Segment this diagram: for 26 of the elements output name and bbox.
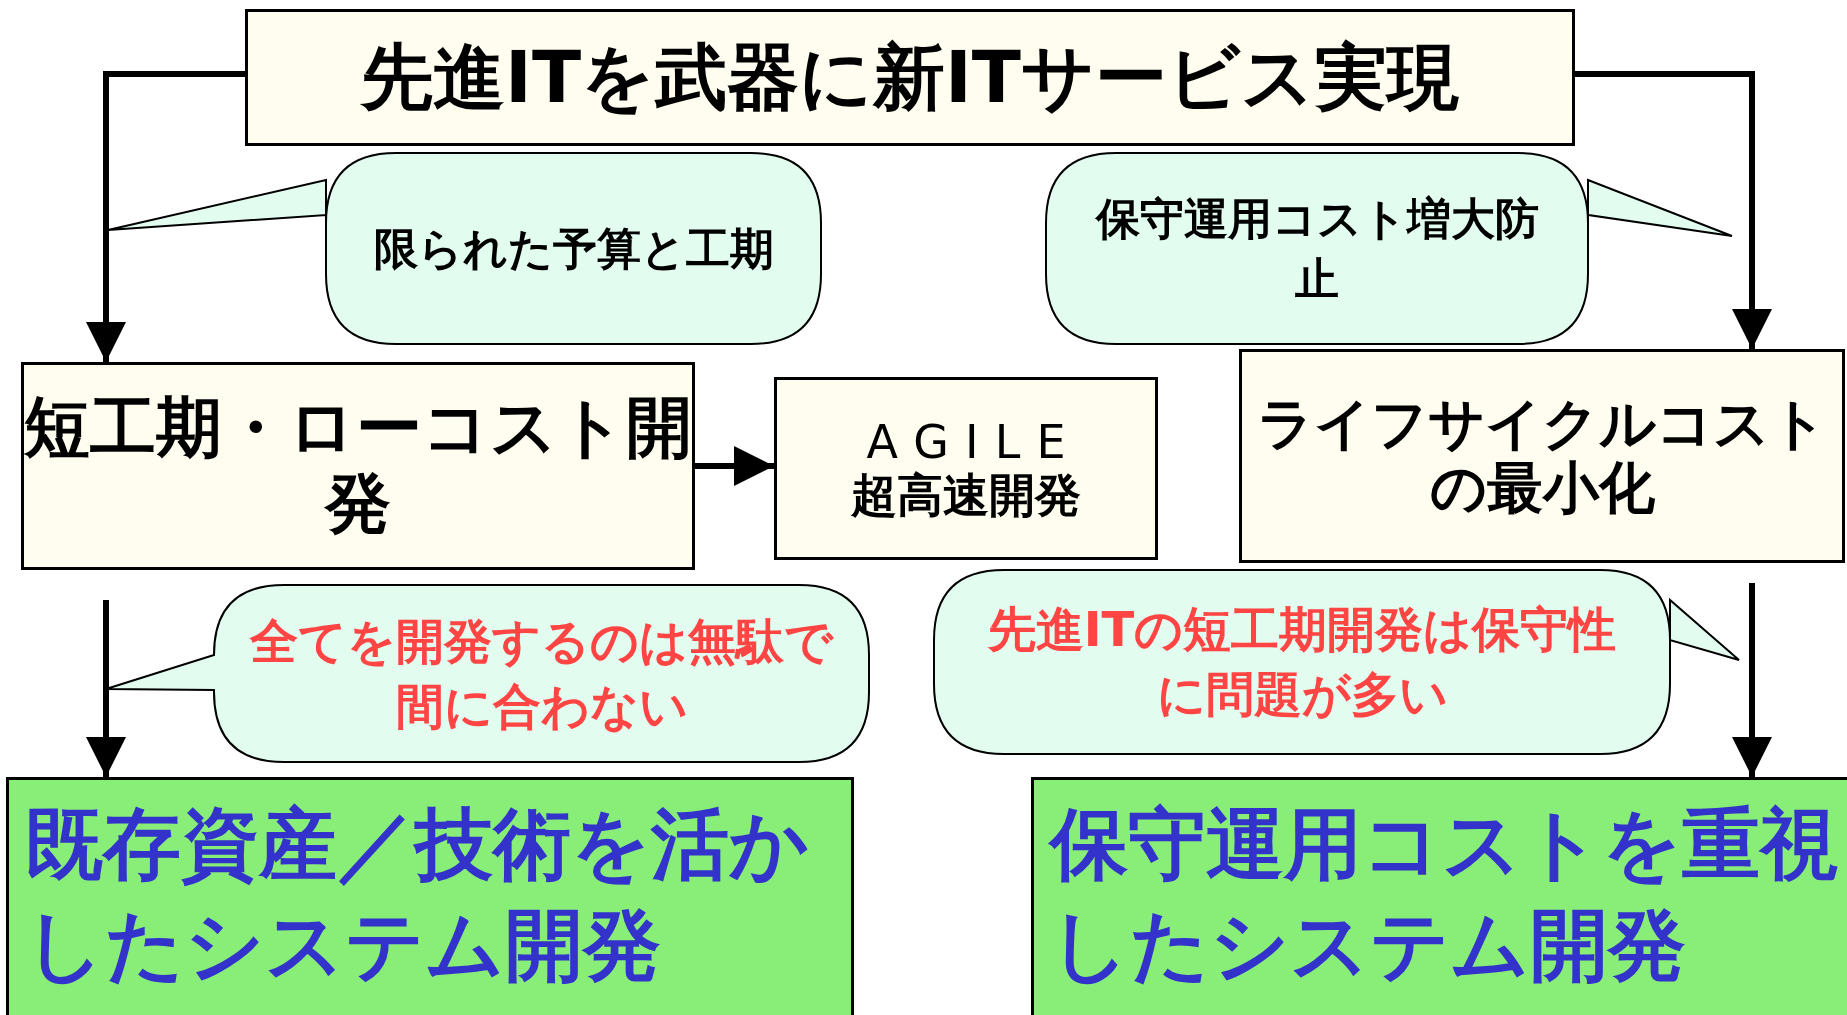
callout-text: 先進ITの短工期開発は保守性に問題が多い (986, 600, 1618, 724)
box-text: 先進ITを武器に新ITサービス実現 (361, 36, 1459, 119)
box-text: 保守運用コストを重視したシステム開発 (1050, 798, 1839, 993)
arrow (86, 600, 126, 777)
speech-bubble (106, 585, 869, 762)
goal-box (1239, 349, 1845, 563)
arrow (86, 71, 245, 362)
arrow (695, 446, 774, 486)
result-box (6, 777, 854, 1015)
speech-bubble (934, 570, 1739, 754)
box-text: 既存資産／技術を活かしたシステム開発 (25, 798, 810, 993)
callout-text: 限られた予算と工期 (372, 221, 775, 276)
speech-bubble (1046, 153, 1732, 344)
box-text: ライフサイクルコストの最小化 (1256, 391, 1828, 521)
process-box (21, 362, 695, 570)
method-label: AGILE (866, 415, 1082, 469)
process-box (774, 377, 1158, 560)
callout-text: 保守運用コスト増大防止 (1094, 192, 1540, 306)
box-text: 超高速開発 (851, 468, 1081, 522)
callout-text: 全てを開発するのは無駄で間に合わない (248, 611, 835, 736)
arrow (1732, 583, 1772, 777)
result-box (1031, 777, 1847, 1015)
title-box (245, 9, 1575, 146)
box-text: 短工期・ローコスト開発 (24, 390, 692, 542)
speech-bubble (108, 153, 821, 344)
arrow (1575, 71, 1772, 349)
